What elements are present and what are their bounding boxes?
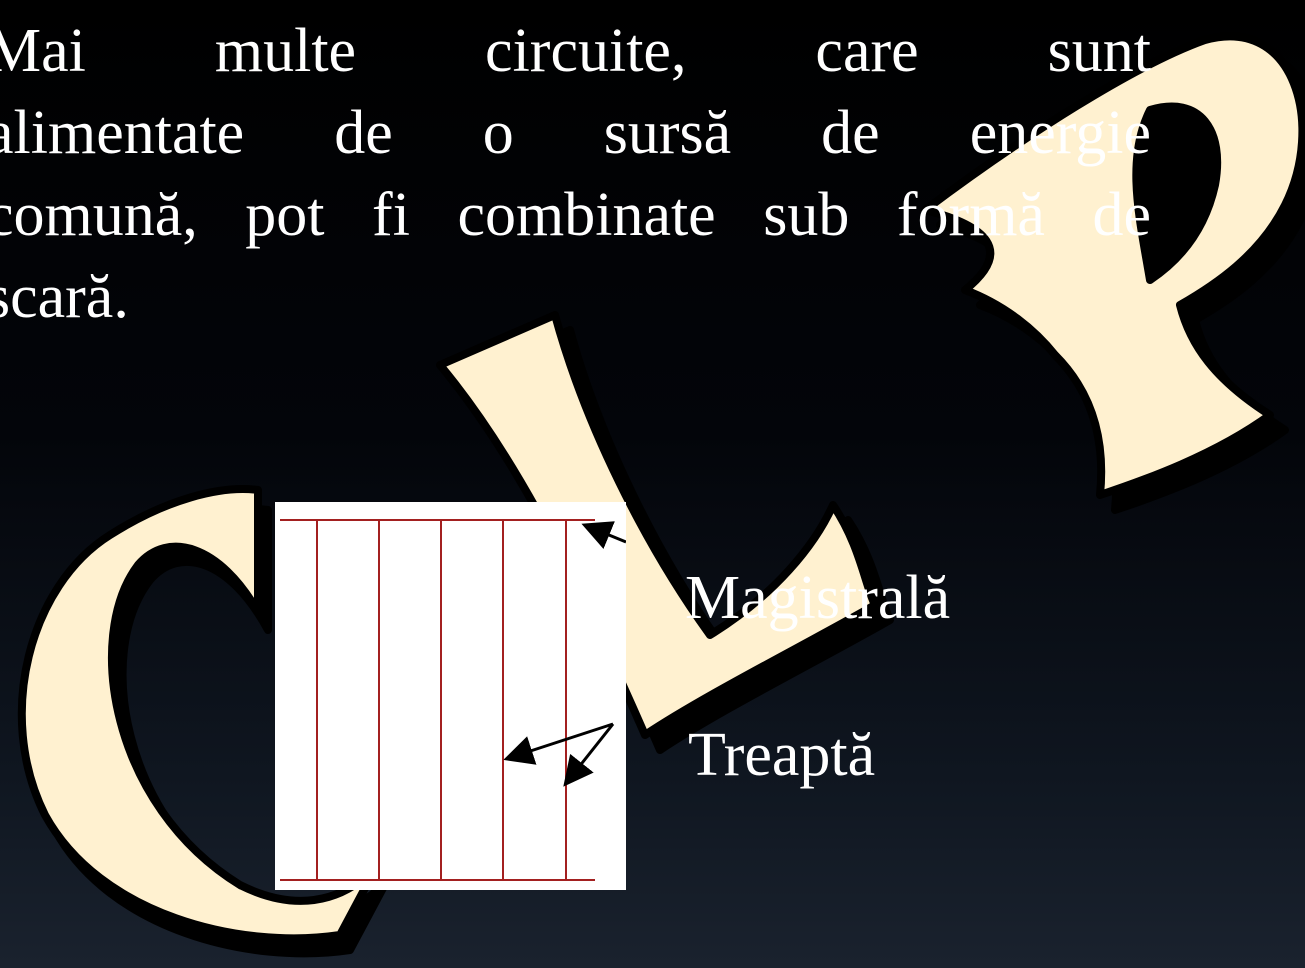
paragraph-line: alimentate de o sursă de energie <box>0 92 1151 174</box>
paragraph-line: comună, pot fi combinate sub formă de <box>0 174 1151 256</box>
ladder-diagram <box>275 502 626 890</box>
step-label: Treaptă <box>688 724 875 786</box>
main-bus-label: Magistrală <box>685 567 950 629</box>
ladder-diagram-svg <box>275 502 626 890</box>
step-arrow <box>509 724 613 758</box>
main-bus-arrow <box>587 526 626 542</box>
paragraph-line: Mai multe circuite, care sunt <box>0 10 1151 92</box>
slide-paragraph: Mai multe circuite, care sunt alimentate… <box>0 10 1151 338</box>
paragraph-line: scară. <box>0 256 1151 338</box>
